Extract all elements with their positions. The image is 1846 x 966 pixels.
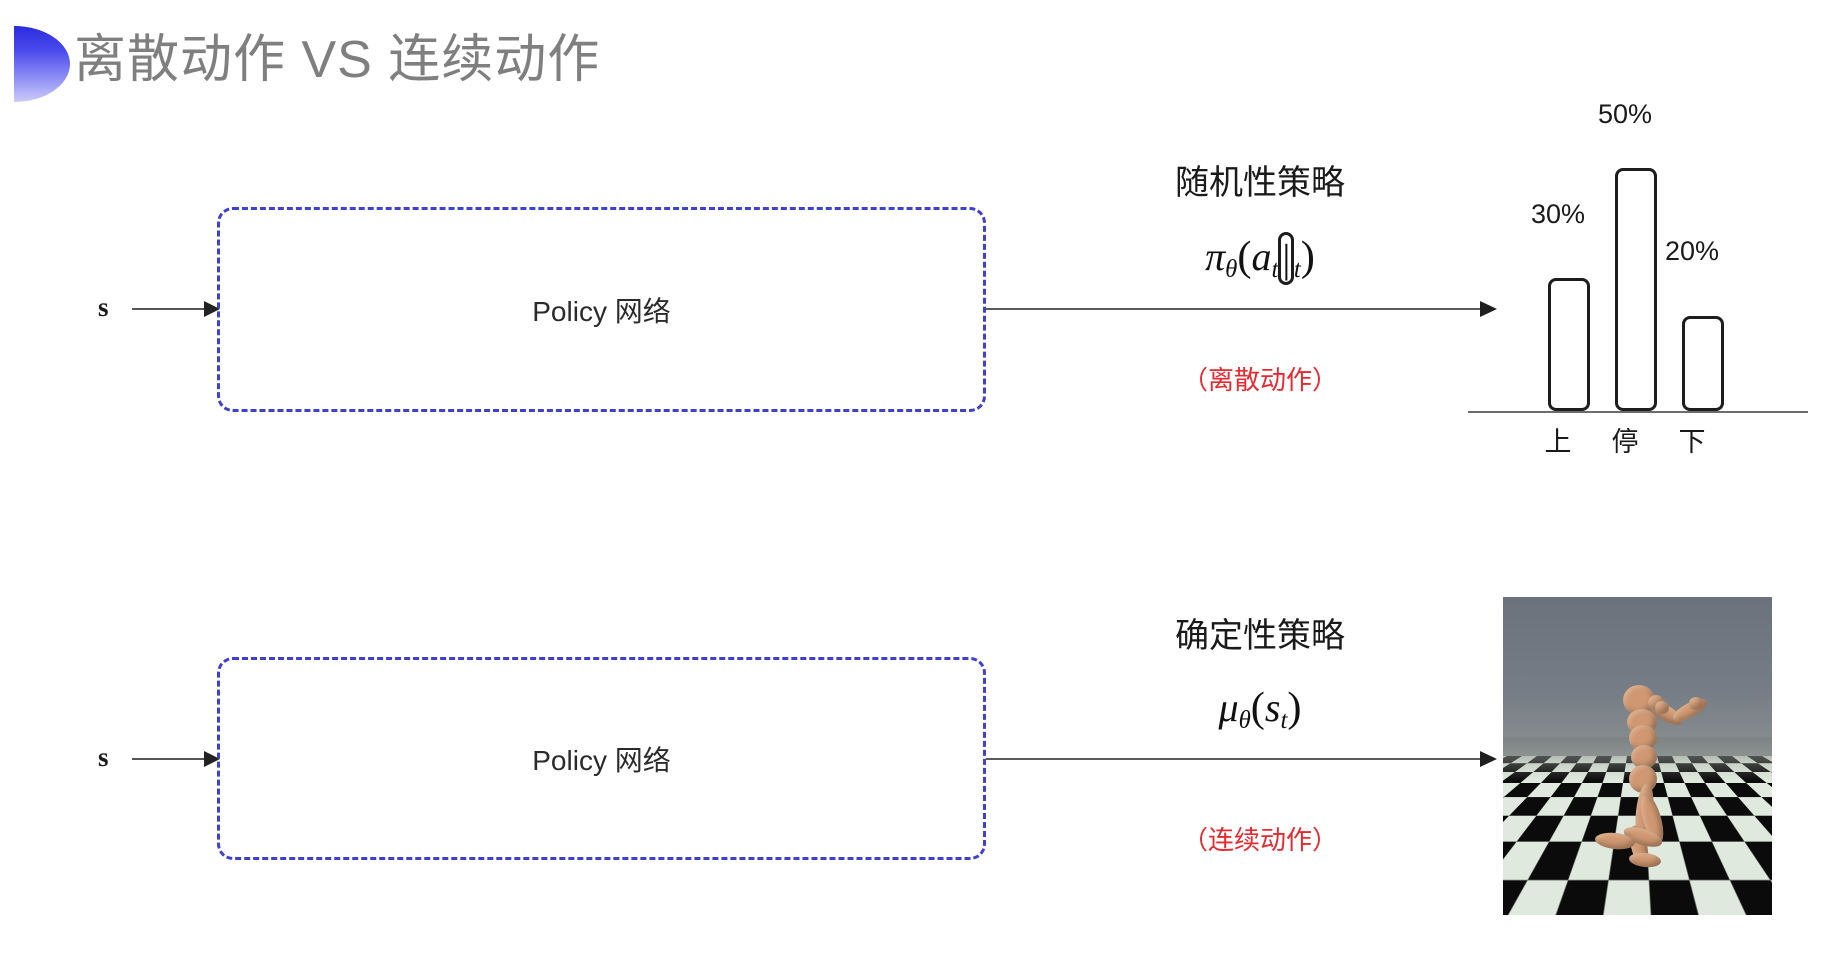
action-note-discrete: （离散动作） — [1181, 365, 1338, 395]
formula-head-sub-discrete: θ — [1225, 255, 1238, 283]
humanoid-hand-left — [1689, 697, 1703, 710]
action-probability-bar-chart: 30% 上 50% 停 20% 下 — [1468, 99, 1813, 465]
action-note-wrap-discrete: （离散动作） — [1100, 360, 1420, 397]
title-decoration-halfcircle — [14, 26, 70, 102]
page-title: 离散动作 VS 连续动作 — [74, 31, 601, 89]
policy-annotation-continuous: 确定性策略 μθ(st) — [1100, 608, 1420, 735]
humanoid-simulation-image[interactable] — [1503, 597, 1772, 915]
bar-category-0: 上 — [1544, 427, 1572, 457]
formula-arg1-discrete: a — [1251, 234, 1272, 279]
bar-value-0: 30% — [1530, 199, 1586, 229]
formula-discrete: πθ(at|st) — [1100, 232, 1420, 285]
formula-conditional-bar-discrete: | — [1278, 232, 1295, 285]
formula-arg1-sub-continuous: t — [1280, 706, 1288, 734]
formula-close-paren-continuous: ) — [1287, 684, 1302, 731]
bar-value-2: 20% — [1664, 236, 1720, 266]
formula-head-sub-continuous: θ — [1238, 706, 1251, 734]
policy-network-box-discrete[interactable]: Policy 网络 — [217, 207, 986, 412]
formula-arg1-continuous: s — [1264, 685, 1281, 730]
output-arrow-continuous — [986, 751, 1497, 767]
state-label-continuous: s — [98, 742, 109, 772]
formula-continuous: μθ(st) — [1100, 683, 1420, 735]
action-note-continuous: （连续动作） — [1181, 825, 1338, 855]
policy-network-box-continuous[interactable]: Policy 网络 — [217, 657, 986, 860]
policy-annotation-discrete: 随机性策略 πθ(at|st) — [1100, 155, 1420, 285]
action-note-wrap-continuous: （连续动作） — [1100, 820, 1420, 857]
formula-close-paren-discrete: ) — [1300, 233, 1315, 280]
state-label-discrete: s — [98, 292, 109, 322]
chart-baseline — [1468, 411, 1808, 413]
policy-network-label-discrete: Policy 网络 — [532, 295, 671, 327]
formula-head-continuous: μ — [1218, 685, 1239, 730]
policy-kind-discrete: 随机性策略 — [1175, 164, 1345, 202]
humanoid-hand-right — [1655, 701, 1669, 714]
formula-open-paren-continuous: ( — [1250, 684, 1265, 731]
formula-arg1-sub-discrete: t — [1271, 255, 1279, 283]
policy-kind-continuous: 确定性策略 — [1175, 617, 1345, 655]
output-arrow-discrete — [986, 301, 1497, 317]
input-arrow-continuous — [132, 751, 220, 767]
bar-category-1: 停 — [1611, 427, 1639, 457]
bar-2[interactable] — [1682, 316, 1724, 411]
formula-arg2-sub-discrete: t — [1293, 255, 1301, 283]
title-decoration-gradient — [14, 26, 70, 102]
bar-value-1: 50% — [1597, 99, 1653, 129]
input-arrow-discrete — [132, 301, 220, 317]
formula-open-paren-discrete: ( — [1237, 233, 1252, 280]
policy-network-label-continuous: Policy 网络 — [532, 744, 671, 776]
bar-category-2: 下 — [1678, 427, 1706, 457]
bar-1[interactable] — [1615, 168, 1657, 411]
formula-head-discrete: π — [1205, 234, 1226, 279]
bar-0[interactable] — [1548, 278, 1590, 411]
